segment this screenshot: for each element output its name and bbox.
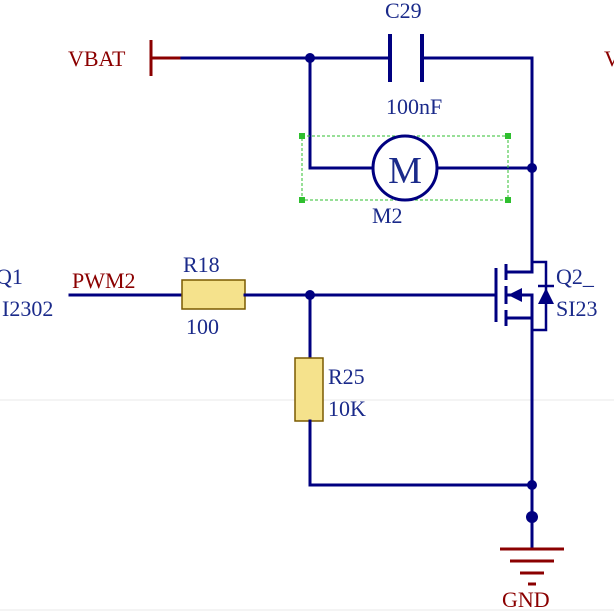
- pwm-label: PWM2: [72, 268, 136, 293]
- vbat-right-label: V: [604, 46, 614, 71]
- r18-value: 100: [186, 314, 219, 339]
- vbat-port[interactable]: VBAT: [68, 40, 182, 76]
- q2-part: SI23: [556, 296, 598, 321]
- selection-handle[interactable]: [505, 197, 511, 203]
- wire-motor-left: [308, 56, 374, 170]
- wire-cap-right: [420, 56, 534, 170]
- junction-dot: [527, 480, 537, 490]
- selection-handle[interactable]: [299, 133, 305, 139]
- schematic-grid: [0, 399, 614, 611]
- motor-m2[interactable]: M M2: [299, 133, 511, 228]
- mosfet-q2[interactable]: Q2_ SI23: [494, 260, 598, 332]
- junction-dot: [305, 53, 315, 63]
- vbat-label: VBAT: [68, 46, 126, 71]
- r25-value: 10K: [328, 396, 366, 421]
- junctions: [305, 53, 538, 523]
- c29-value: 100nF: [386, 94, 442, 119]
- wire-r25-bottom: [308, 419, 534, 487]
- motor-circle: [371, 134, 439, 202]
- resistor-r18[interactable]: R18 100: [181, 252, 246, 339]
- junction-dot: [527, 163, 537, 173]
- m2-designator: M2: [372, 203, 403, 228]
- junction-dot: [305, 290, 315, 300]
- resistor-r25[interactable]: R25 10K: [294, 357, 366, 422]
- gnd-label: GND: [502, 587, 550, 612]
- ground-symbol[interactable]: GND: [500, 547, 564, 612]
- c29-designator: C29: [385, 0, 422, 23]
- capacitor-c29[interactable]: C29 100nF: [385, 0, 442, 119]
- selection-handle[interactable]: [505, 133, 511, 139]
- r25-designator: R25: [328, 364, 365, 389]
- motor-symbol: M: [388, 150, 422, 192]
- q1-part: I2302: [2, 296, 53, 321]
- r18-designator: R18: [183, 252, 220, 277]
- q2-designator: Q2_: [556, 264, 595, 289]
- junction-dot: [526, 511, 538, 523]
- q1-designator: Q1: [0, 264, 23, 289]
- selection-handle[interactable]: [299, 197, 305, 203]
